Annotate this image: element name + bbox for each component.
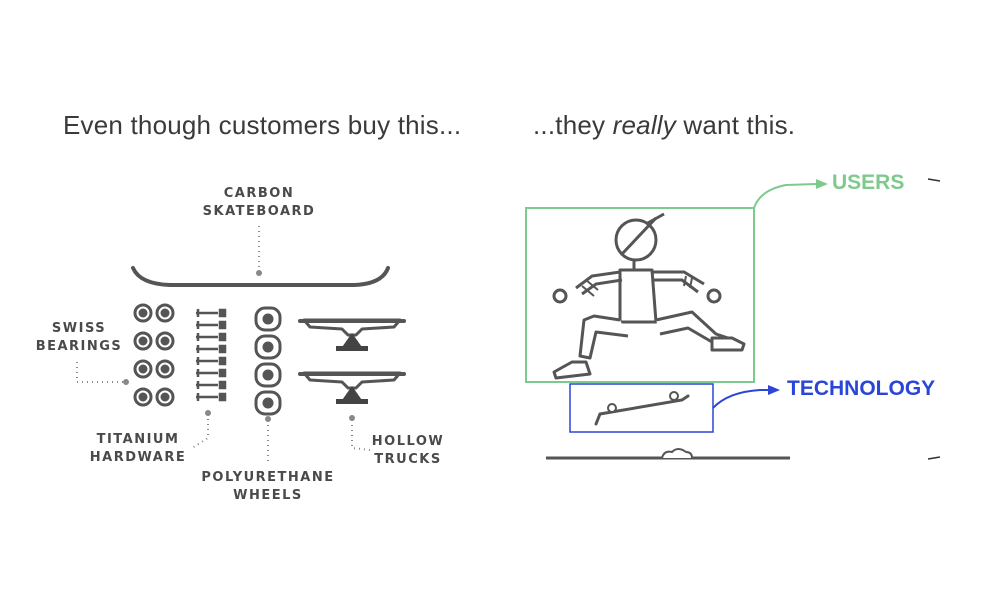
trucks-leader xyxy=(351,420,371,451)
bearings-leader xyxy=(76,362,124,383)
users-arrow xyxy=(753,183,817,209)
technology-tag: TECHNOLOGY xyxy=(787,377,936,400)
edge-mark-top xyxy=(927,178,941,182)
edge-mark-bottom xyxy=(927,456,941,460)
left-leg-icon xyxy=(578,314,629,360)
leader-dots xyxy=(123,270,355,422)
hollow-trucks-label: HOLLOW TRUCKS xyxy=(371,434,445,467)
skateboard-icon xyxy=(594,394,690,426)
left-heading: Even though customers buy this... xyxy=(63,110,462,140)
skater-illustration xyxy=(546,212,790,460)
hardware-bolts-icon xyxy=(196,308,227,402)
trucks-icon xyxy=(298,318,406,404)
polyurethane-wheels-label: POLYURETHANE WHEELS xyxy=(201,470,335,503)
wheels-icon xyxy=(254,306,282,416)
left-hand-icon xyxy=(552,288,568,304)
users-highlight-box xyxy=(525,207,755,383)
right-hand-icon xyxy=(706,288,722,304)
torso-icon xyxy=(618,268,658,324)
right-heading: ...they really want this. xyxy=(533,110,796,140)
swiss-bearings-label: SWISS BEARINGS xyxy=(35,321,123,354)
leader-lines xyxy=(76,226,371,465)
users-tag: USERS xyxy=(832,171,905,194)
titanium-hardware-label: TITANIUM HARDWARE xyxy=(89,432,187,465)
bearings-icon xyxy=(133,303,175,407)
users-arrowhead-icon xyxy=(816,179,828,189)
hardware-leader xyxy=(191,414,209,449)
right-shoe-icon xyxy=(710,336,746,352)
skateboard-deck-icon xyxy=(131,266,390,287)
technology-arrowhead-icon xyxy=(768,385,780,395)
left-shoe-icon xyxy=(552,360,592,380)
rock-icon xyxy=(661,448,693,459)
technology-arrow xyxy=(712,389,770,409)
carbon-skateboard-label: CARBON SKATEBOARD xyxy=(202,186,316,219)
